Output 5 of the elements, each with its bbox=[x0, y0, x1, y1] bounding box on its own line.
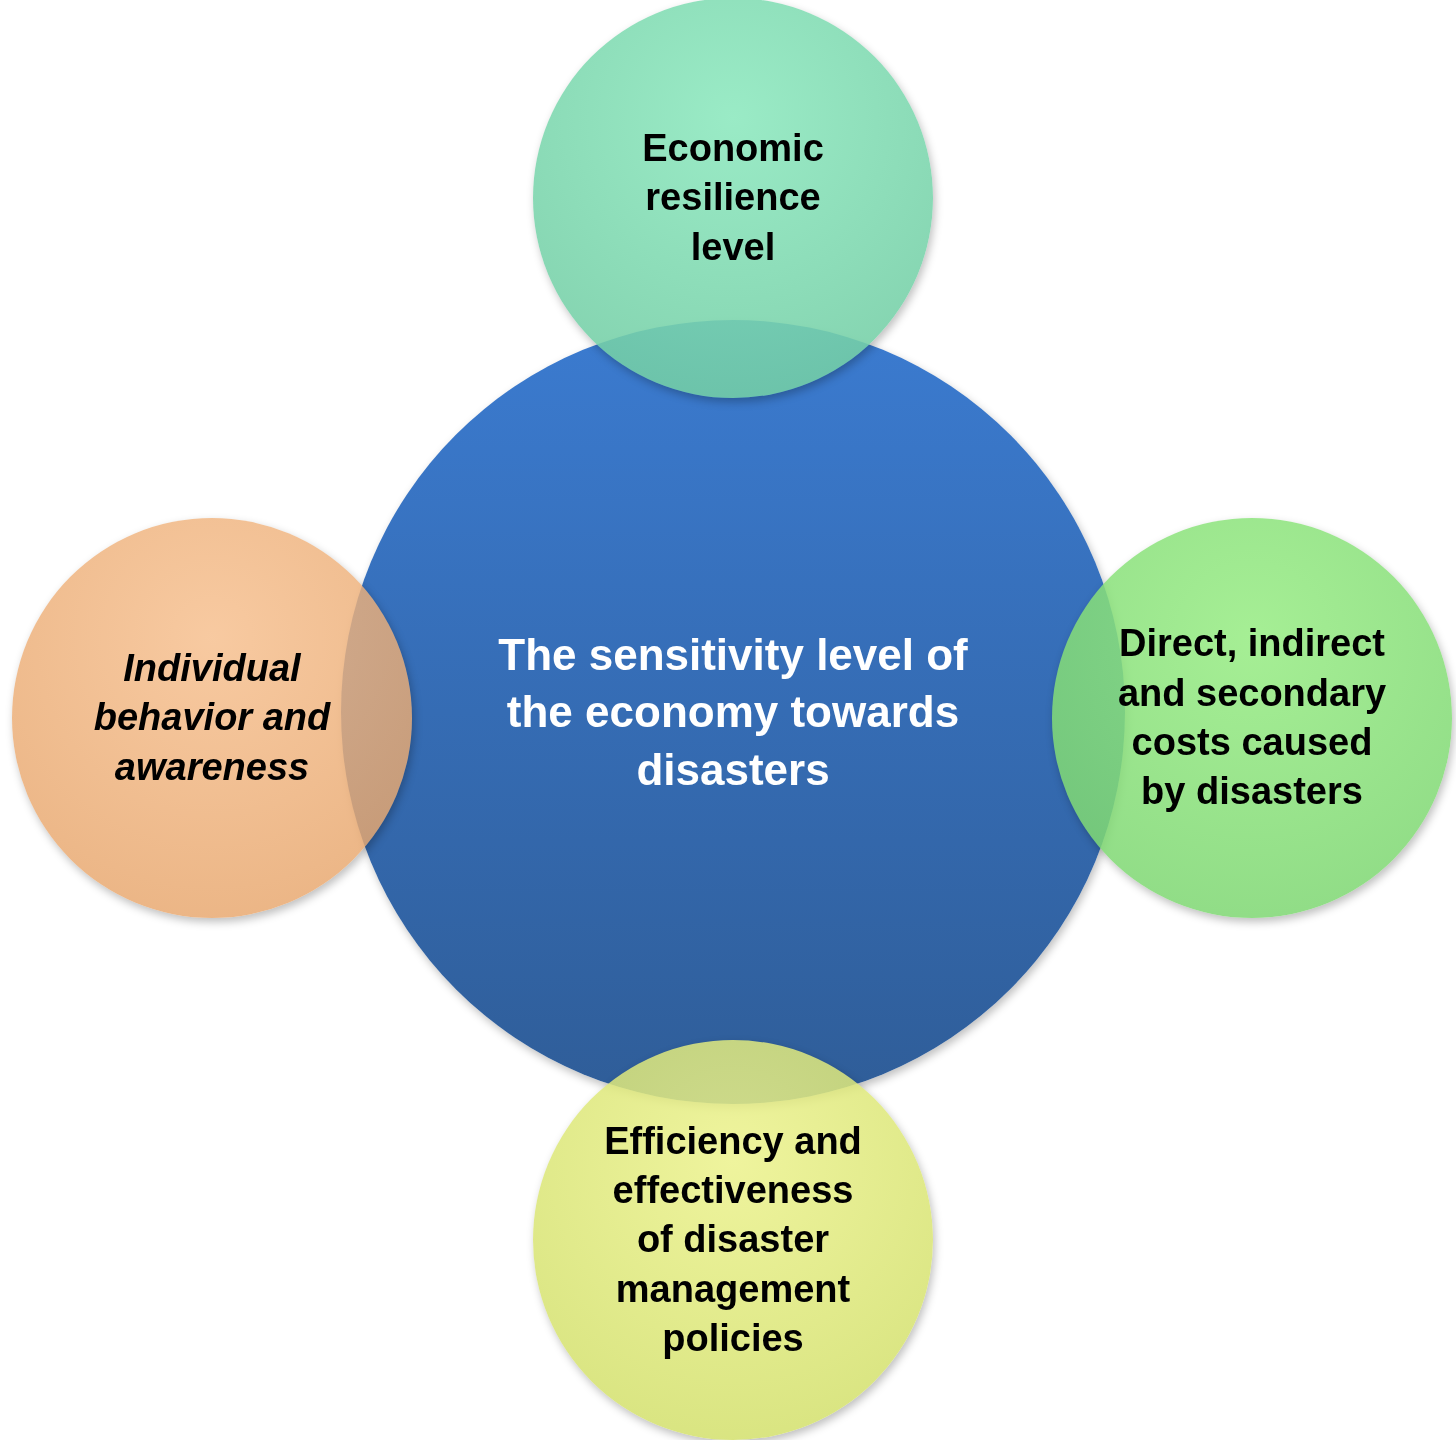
circle-label: Direct, indirect and secondary costs caused by disasters bbox=[1117, 621, 1387, 815]
circle-label: The sensitivity level of the economy towards disasters bbox=[497, 629, 969, 796]
circle-label: Efficiency and effectiveness of disaster management policies bbox=[603, 1118, 863, 1362]
circle-label: Economic resilience level bbox=[641, 125, 825, 270]
circle-label: Individual behavior and awareness bbox=[92, 645, 332, 790]
